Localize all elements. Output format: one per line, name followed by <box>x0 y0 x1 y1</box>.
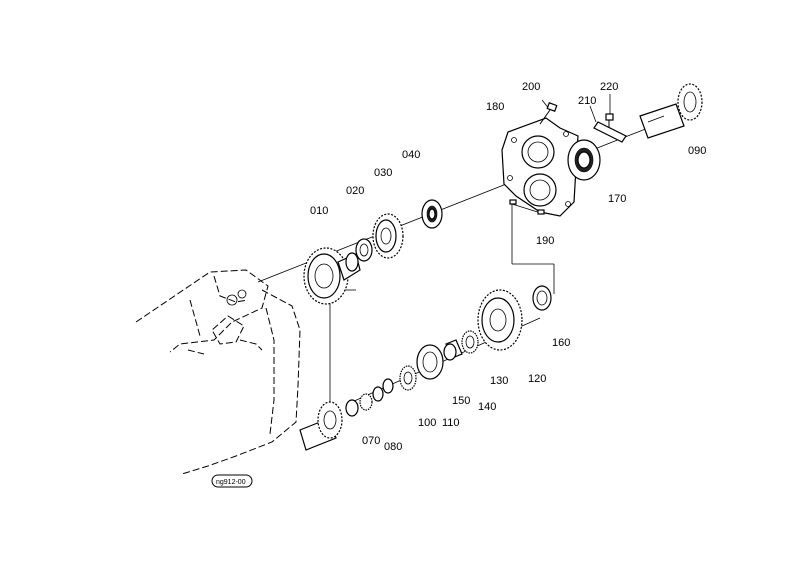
label-210: 210 <box>578 95 596 107</box>
stamp-text: ng912-00 <box>216 479 246 486</box>
shaft-gear-lower <box>299 399 359 451</box>
bearing-130 <box>461 330 479 354</box>
bearing-170 <box>567 139 601 181</box>
gear-120 <box>477 289 523 351</box>
housing-180 <box>501 117 579 217</box>
label-130: 130 <box>490 375 508 387</box>
label-200: 200 <box>522 81 540 93</box>
bolt-220 <box>605 113 614 128</box>
label-170: 170 <box>608 193 626 205</box>
label-160: 160 <box>552 337 570 349</box>
label-150: 150 <box>452 395 470 407</box>
label-110: 110 <box>442 417 460 429</box>
label-030: 030 <box>374 167 392 179</box>
pin-190 <box>509 199 545 215</box>
gear-030 <box>372 213 404 259</box>
stopper-210 <box>593 121 627 143</box>
hub-150 <box>416 344 444 380</box>
label-190: 190 <box>536 235 554 247</box>
label-020: 020 <box>346 185 364 197</box>
label-100: 100 <box>418 417 436 429</box>
label-090: 090 <box>688 145 706 157</box>
label-180: 180 <box>486 101 504 113</box>
case-bolt-hole <box>237 289 247 299</box>
bolt-200 <box>539 102 558 125</box>
label-040: 040 <box>402 149 420 161</box>
transmission-case <box>135 269 301 475</box>
gear-110 <box>399 365 417 391</box>
label-010: 010 <box>310 205 328 217</box>
part-labels: 010 020 030 040 070 080 090 100 110 120 … <box>310 81 706 453</box>
snap-ring-080 <box>372 386 384 402</box>
label-080: 080 <box>384 441 402 453</box>
label-070: 070 <box>362 435 380 447</box>
washer-100 <box>382 378 394 394</box>
case-bolt-hole <box>226 294 238 306</box>
bearing-040 <box>421 199 443 229</box>
ring-160 <box>532 285 552 311</box>
label-220: 220 <box>600 81 618 93</box>
bearing-070 <box>359 393 373 411</box>
drawing-stamp: ng912-00 <box>211 474 253 488</box>
shaft-090 <box>639 83 703 139</box>
gear-010 <box>303 247 361 305</box>
bearing-020 <box>355 238 373 262</box>
label-120: 120 <box>528 373 546 385</box>
label-140: 140 <box>478 401 496 413</box>
collar-140 <box>443 339 463 361</box>
